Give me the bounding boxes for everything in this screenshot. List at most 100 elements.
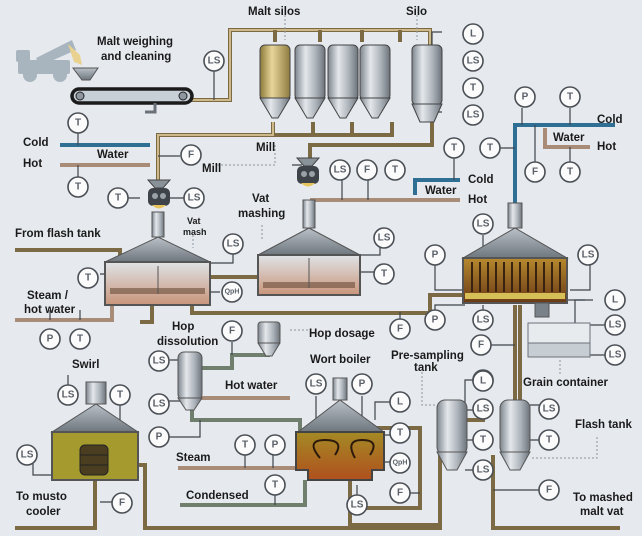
level-switch-hop-top[interactable]: LS	[148, 350, 170, 372]
level-switch-presample-top[interactable]: LS	[472, 398, 494, 420]
flow-water-left[interactable]: F	[180, 144, 202, 166]
temperature-presample[interactable]: T	[472, 429, 494, 451]
level-switch-mill-center[interactable]: LS	[329, 159, 351, 181]
pressure-lauter-top[interactable]: P	[424, 244, 446, 266]
flow-water-right[interactable]: F	[524, 161, 546, 183]
level-switch-grain-1[interactable]: LS	[604, 314, 626, 336]
svg-text:P: P	[522, 92, 529, 103]
svg-text:T: T	[117, 390, 123, 401]
level-switch-grain-2[interactable]: LS	[604, 344, 626, 366]
svg-text:F: F	[478, 340, 484, 351]
level-switch-boiler-bottom[interactable]: LS	[346, 494, 368, 516]
flow-flash[interactable]: F	[538, 479, 560, 501]
level-switch-vat-mash[interactable]: LS	[222, 233, 244, 255]
dump-truck-icon	[16, 40, 82, 82]
temperature-boiler[interactable]: T	[389, 422, 411, 444]
level-switch-conveyor[interactable]: LS	[203, 50, 225, 72]
pressure-water-right[interactable]: P	[514, 86, 536, 108]
flash-tank	[499, 399, 531, 471]
level-switch-silo-1[interactable]: LS	[462, 50, 484, 72]
lauter-tun	[461, 202, 569, 318]
svg-text:T: T	[546, 435, 552, 446]
level-indicator-silo[interactable]: L	[462, 23, 484, 45]
ph-analyzer-vat-mash[interactable]: QpH	[221, 281, 243, 303]
temperature-condensed[interactable]: T	[264, 474, 286, 496]
temperature-steam-boiler[interactable]: T	[234, 434, 256, 456]
level-switch-presample-bottom[interactable]: LS	[472, 459, 494, 481]
level-switch-silo-2[interactable]: LS	[462, 104, 484, 126]
temperature-steam[interactable]: T	[69, 328, 91, 350]
label-hop: Hop	[172, 321, 194, 333]
temperature-silo[interactable]: T	[462, 77, 484, 99]
temperature-swirl[interactable]: T	[109, 384, 131, 406]
svg-text:T: T	[480, 435, 486, 446]
level-switch-lauter-right[interactable]: LS	[577, 244, 599, 266]
temperature-mill-left[interactable]: T	[107, 187, 129, 209]
mill-left	[146, 179, 172, 209]
level-indicator-boiler[interactable]: L	[389, 391, 411, 413]
label-from-flash-tank: From flash tank	[15, 228, 101, 240]
level-indicator-grain[interactable]: L	[604, 289, 626, 311]
svg-text:LS: LS	[467, 110, 480, 121]
svg-text:T: T	[487, 143, 493, 154]
level-indicator-presample[interactable]: L	[472, 370, 494, 392]
svg-text:T: T	[115, 193, 121, 204]
svg-text:L: L	[612, 295, 618, 306]
label-water-left: Water	[97, 149, 129, 161]
ph-analyzer-boiler[interactable]: QpH	[389, 452, 411, 474]
flow-transfer[interactable]: F	[389, 318, 411, 340]
temperature-vat-mash[interactable]: T	[77, 267, 99, 289]
flow-boiler[interactable]: F	[389, 482, 411, 504]
svg-text:P: P	[432, 315, 439, 326]
temperature-water-center[interactable]: T	[443, 137, 465, 159]
svg-text:LS: LS	[477, 404, 490, 415]
level-switch-lauter-top[interactable]: LS	[472, 213, 494, 235]
level-switch-lauter-bottom[interactable]: LS	[472, 309, 494, 331]
swirl-tank	[50, 381, 140, 481]
hop-dissolution-tank	[177, 351, 203, 411]
temperature-water-right-left[interactable]: T	[479, 137, 501, 159]
malt-silo-1	[259, 44, 291, 119]
label-vat-mashing-1: Vat	[252, 193, 269, 205]
svg-text:T: T	[75, 118, 81, 129]
label-dissolution: dissolution	[157, 336, 218, 348]
level-switch-hop-bottom[interactable]: LS	[148, 393, 170, 415]
svg-text:T: T	[77, 334, 83, 345]
leader-lines	[192, 15, 598, 459]
temperature-water-right-top[interactable]: T	[559, 86, 581, 108]
temperature-vat-mashing[interactable]: T	[373, 263, 395, 285]
pressure-lauter-bottom[interactable]: P	[424, 309, 446, 331]
malt-silos	[259, 44, 391, 119]
svg-text:LS: LS	[21, 450, 34, 461]
flow-lauter[interactable]: F	[470, 334, 492, 356]
level-switch-swirl-top[interactable]: LS	[57, 384, 79, 406]
level-switch-vat-mashing[interactable]: LS	[373, 227, 395, 249]
level-switch-boiler-top[interactable]: LS	[305, 373, 327, 395]
svg-text:QpH: QpH	[393, 460, 408, 467]
label-mill-center: Mill	[256, 142, 275, 154]
pressure-hop[interactable]: P	[148, 426, 170, 448]
level-switch-mill-left[interactable]: LS	[183, 187, 205, 209]
malt-silo-4	[359, 44, 391, 119]
temperature-mill-center[interactable]: T	[384, 159, 406, 181]
temperature-hot-water[interactable]: T	[67, 176, 89, 198]
flow-mill-center[interactable]: F	[356, 159, 378, 181]
flow-swirl[interactable]: F	[111, 492, 133, 514]
level-switch-flash[interactable]: LS	[538, 398, 560, 420]
pressure-steam[interactable]: P	[39, 328, 61, 350]
vat-mash-tank	[104, 211, 211, 306]
temperature-flash[interactable]: T	[538, 429, 560, 451]
temperature-water-right-bottom[interactable]: T	[559, 161, 581, 183]
label-mash: mash	[183, 227, 207, 237]
temperature-cold-water[interactable]: T	[67, 112, 89, 134]
pressure-steam-boiler[interactable]: P	[264, 434, 286, 456]
svg-text:LS: LS	[188, 193, 201, 204]
svg-text:T: T	[567, 92, 573, 103]
label-steam: Steam /	[27, 290, 69, 302]
label-swirl: Swirl	[72, 359, 99, 371]
flow-hop[interactable]: F	[221, 320, 243, 342]
pressure-boiler[interactable]: P	[351, 373, 373, 395]
label-hot-water: Hot water	[225, 380, 278, 392]
level-switch-swirl-left[interactable]: LS	[16, 444, 38, 466]
